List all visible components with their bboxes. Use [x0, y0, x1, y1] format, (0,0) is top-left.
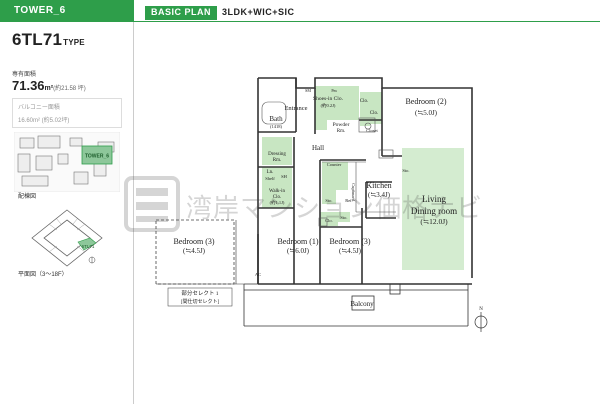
living-dining-area — [402, 148, 464, 270]
area-value: 71.36m²(約21.58 坪) — [12, 78, 86, 93]
unit-type-code: 6TL71TYPE — [12, 30, 85, 50]
tower-6-marker — [81, 145, 113, 165]
unit-marker-label: 6TL71 — [82, 244, 95, 249]
unit-code: 6TL71 — [12, 30, 63, 49]
floor-plan: Shoes-in Clo. (約0.2J) Entrance Bath (141… — [155, 77, 488, 332]
label-clo-2: Clo. — [370, 111, 378, 116]
label-partial-select: 部分セレクト 1 — [181, 289, 218, 297]
label-kitchen-size: (≒3.4J) — [368, 191, 391, 199]
label-dressing: Dressing — [268, 152, 286, 157]
unit-code-suffix: TYPE — [63, 38, 85, 47]
label-bedroom3-option: Bedroom (3) — [173, 237, 214, 246]
label-ref: Ref. — [345, 198, 353, 203]
label-clo-3: Clo. — [325, 218, 333, 223]
label-shoes-clo-size: (約0.2J) — [321, 102, 336, 109]
balcony-outline — [243, 283, 472, 327]
label-bedroom3-option-size: (≒4.5J) — [183, 247, 206, 255]
balcony-area-value: 16.60m² (約5.02坪) — [18, 118, 70, 124]
label-sto-2: Sto. — [340, 215, 347, 220]
floor-key-map: 6TL71 — [31, 209, 103, 267]
label-bedroom3-size: (≒4.5J) — [339, 247, 362, 255]
label-pm: Pm — [331, 88, 337, 93]
label-sto-3: Sto. — [402, 168, 409, 173]
label-clo: Clo. — [360, 99, 368, 104]
label-walk-in: Walk-in — [269, 189, 285, 194]
label-bedroom2: Bedroom (2) — [405, 97, 446, 106]
label-shoes-clo: Shoes-in Clo. — [313, 96, 344, 102]
room-fills — [262, 86, 382, 226]
label-walk-in-clo: Clo. — [273, 195, 281, 200]
label-living: Living — [422, 194, 446, 204]
thin-lines — [261, 101, 396, 227]
site-map-label: 配棟図 — [18, 194, 37, 200]
label-balcony: Balcony — [350, 300, 374, 308]
label-shelf: Shelf — [265, 176, 275, 181]
label-bedroom3: Bedroom (3) — [329, 237, 370, 246]
balcony-area-box: バルコニー面積 16.60m² (約5.02坪) — [12, 98, 122, 128]
unit-highlight — [77, 237, 97, 251]
area-label: 専有面積 — [12, 72, 37, 78]
label-ln: Ln. — [267, 170, 274, 175]
label-bedroom1: Bedroom (1) — [277, 237, 318, 246]
label-bath-size: (1418) — [270, 124, 282, 129]
label-living-size: (≒12.0J) — [420, 217, 448, 226]
tower-marker-label: TOWER_6 — [85, 154, 109, 160]
label-north: N — [479, 307, 483, 312]
label-cupboard: Cupboard — [351, 183, 356, 201]
unit-info-panel: 6TL71TYPE 専有面積 71.36m²(約21.58 坪) バルコニー面積… — [0, 22, 134, 404]
label-bath: Bath — [269, 115, 283, 123]
label-entrance: Entrance — [284, 105, 307, 112]
label-dressing-rm: Rm. — [273, 158, 281, 163]
label-ac: AC — [255, 272, 261, 277]
label-closet: Closet — [366, 128, 378, 133]
label-partial-select-sub: [間仕切セレクト] — [181, 298, 220, 305]
plan-badge: BASIC PLAN — [145, 6, 218, 20]
label-powder-rm: Rm. — [337, 129, 345, 134]
balcony-area-label: バルコニー面積 — [18, 105, 60, 111]
north-arrow — [474, 312, 488, 332]
label-counter: Counter — [327, 162, 342, 167]
plan-type-label: 3LDK+WIC+SIC — [222, 7, 295, 17]
label-sm: SM — [305, 88, 311, 93]
label-bedroom1-size: (≒6.0J) — [287, 247, 310, 255]
label-dining: Dining room — [411, 206, 457, 216]
area-number: 71.36 — [12, 78, 45, 93]
label-kitchen: Kitchen — [366, 181, 391, 190]
label-sh: SH — [281, 174, 288, 179]
label-hall: Hall — [312, 144, 324, 152]
label-bedroom2-size: (≒5.0J) — [415, 109, 438, 117]
area-unit: m² — [44, 85, 54, 92]
tower-label: TOWER_6 — [0, 0, 134, 22]
select-option-box — [167, 287, 233, 307]
label-sto: Sto. — [325, 198, 332, 203]
site-layout-map: TOWER_6 — [14, 132, 120, 192]
label-walk-in-size: (約1.1J) — [270, 199, 285, 206]
top-bar: TOWER_6 BASIC PLAN 3LDK+WIC+SIC — [0, 0, 600, 22]
floor-map-label: 平面図（3～18F） — [18, 272, 68, 278]
area-tsubo: (約21.58 坪) — [53, 86, 86, 92]
label-powder: Powder — [333, 122, 350, 128]
